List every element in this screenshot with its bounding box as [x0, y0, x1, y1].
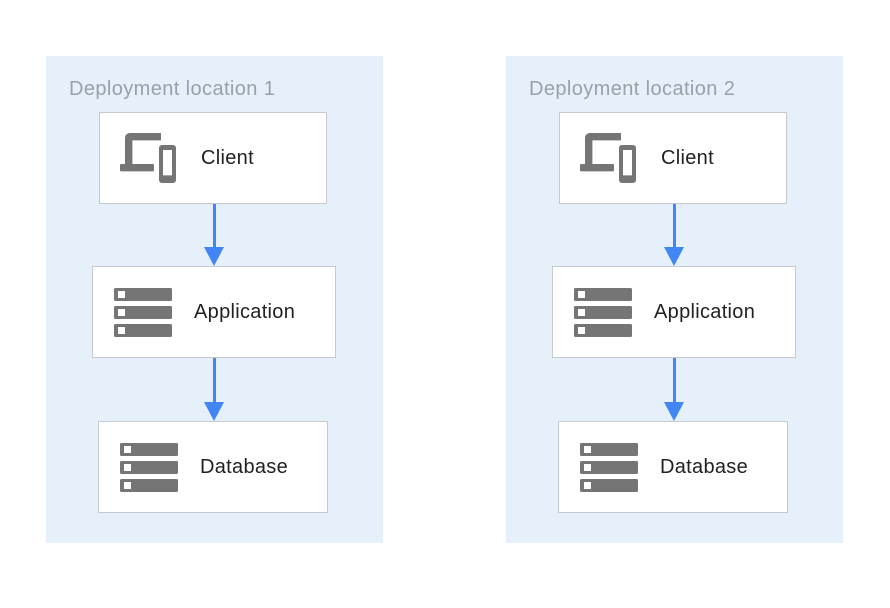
node-label: Client	[201, 146, 254, 169]
node-label: Database	[660, 455, 749, 478]
server-stack-icon	[113, 287, 172, 337]
node-client: Client	[559, 112, 787, 204]
zone-title: Deployment location 1	[69, 78, 276, 100]
devices-icon	[580, 133, 639, 183]
node-database: Database	[558, 421, 788, 513]
arrow-head	[204, 247, 224, 266]
node-label: Application	[654, 300, 756, 323]
server-stack-icon	[573, 287, 632, 337]
arrow-line	[672, 204, 676, 247]
server-stack-icon	[579, 442, 638, 492]
arrow-head	[664, 247, 684, 266]
arrow-head	[664, 402, 684, 421]
deployment-zone-1: Deployment location 1 Client A	[46, 56, 383, 543]
node-application: Application	[552, 266, 796, 358]
zone-title: Deployment location 2	[529, 78, 736, 100]
node-label: Client	[661, 146, 714, 169]
arrow-line	[212, 358, 216, 402]
node-client: Client	[99, 112, 327, 204]
arrow-client-to-application	[204, 204, 224, 266]
arrow-line	[212, 204, 216, 247]
server-stack-icon	[119, 442, 178, 492]
arrow-head	[204, 402, 224, 421]
arrow-application-to-database	[664, 358, 684, 421]
arrow-application-to-database	[204, 358, 224, 421]
devices-icon	[120, 133, 179, 183]
node-label: Database	[200, 455, 289, 478]
arrow-line	[672, 358, 676, 402]
arrow-client-to-application	[664, 204, 684, 266]
node-database: Database	[98, 421, 328, 513]
node-label: Application	[194, 300, 296, 323]
node-application: Application	[92, 266, 336, 358]
deployment-zone-2: Deployment location 2 Client A	[506, 56, 843, 543]
